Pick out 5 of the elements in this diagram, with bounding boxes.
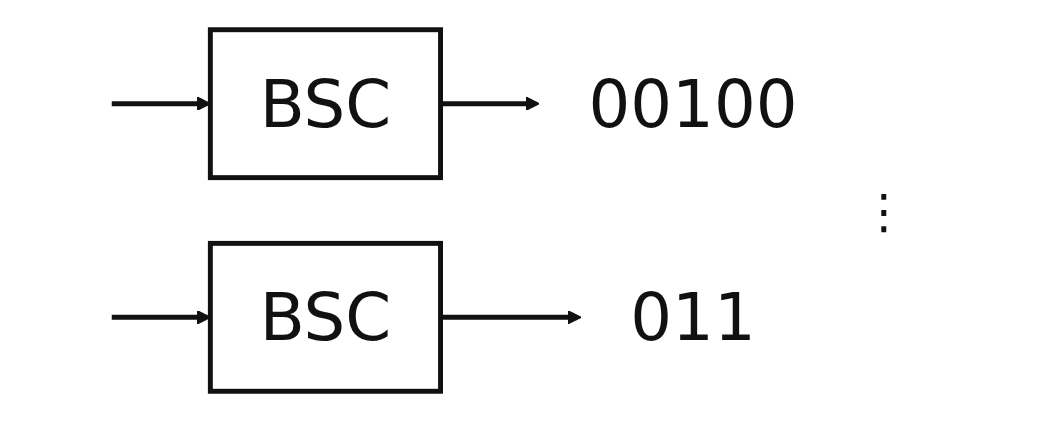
node-box: BSC (207, 240, 443, 394)
node-box: BSC (207, 27, 443, 181)
vertical-ellipsis: ⋮ (860, 182, 908, 239)
node-text: 00100 (588, 65, 798, 142)
node-text: 011 (630, 279, 756, 356)
